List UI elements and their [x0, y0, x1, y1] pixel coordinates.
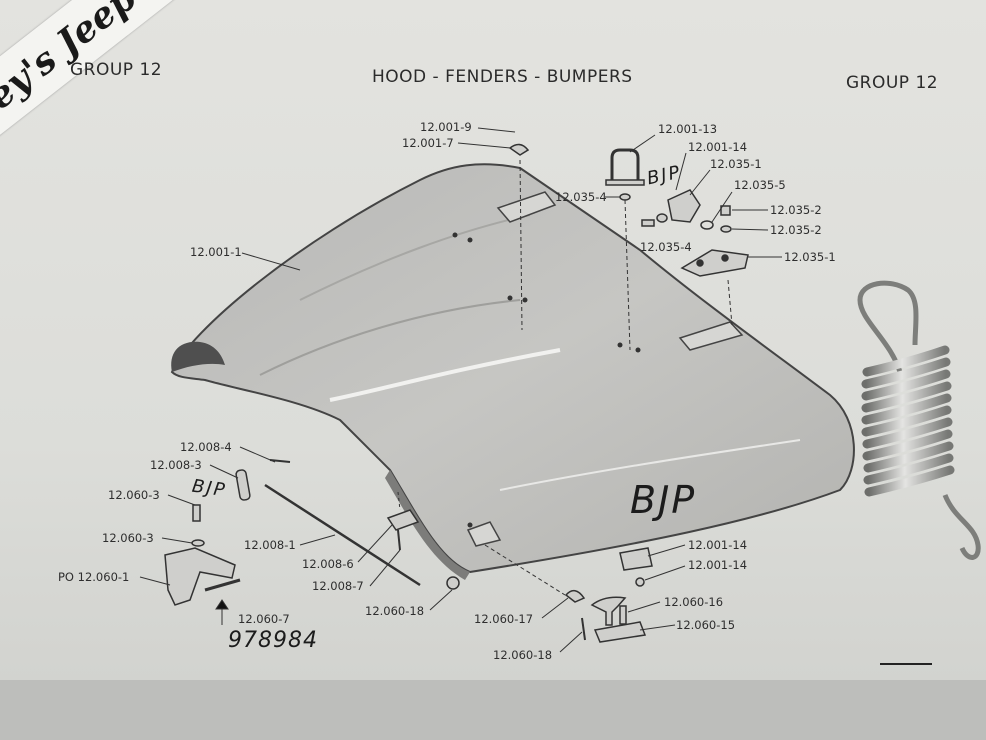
table-surface — [0, 680, 986, 740]
part-label: 12.060-15 — [676, 618, 736, 632]
part-label: 12.001-14 — [688, 140, 748, 154]
part-label: 12.035-1 — [784, 250, 836, 264]
handwritten-bjp-large: BJP — [630, 478, 697, 522]
part-label: 12.001-9 — [420, 120, 472, 134]
part-label: 12.035-4 — [555, 190, 607, 204]
part-label: 12.060-16 — [664, 595, 724, 609]
part-label: 12.008-3 — [150, 458, 202, 472]
part-label: 12.035-1 — [710, 157, 762, 171]
part-label: 12.060-7 — [238, 612, 290, 626]
part-label: 12.035-5 — [734, 178, 786, 192]
part-label: 12.008-1 — [244, 538, 296, 552]
group-label-left: GROUP 12 — [70, 60, 163, 80]
part-label: 12.060-3 — [102, 531, 154, 545]
part-label: 12.060-18 — [365, 604, 425, 618]
part-label: 12.060-3 — [108, 488, 160, 502]
part-label: 12.035-4 — [640, 240, 692, 254]
extension-spring-photo — [857, 280, 981, 560]
part-label: 12.001-7 — [402, 136, 454, 150]
part-label: 12.035-2 — [770, 203, 822, 217]
part-label: 12.008-7 — [312, 579, 364, 593]
page-title: HOOD - FENDERS - BUMPERS — [372, 67, 633, 87]
part-label: 12.001-14 — [688, 558, 748, 572]
part-label: 12.008-6 — [302, 557, 354, 571]
group-label-right: GROUP 12 — [846, 73, 939, 93]
leader-lines — [139, 127, 782, 653]
part-label: 12.060-18 — [493, 648, 553, 662]
hood-illustration — [170, 163, 855, 580]
part-label: 12.001-14 — [688, 538, 748, 552]
part-label: 12.060-17 — [474, 612, 534, 626]
part-label: 12.001-13 — [658, 122, 718, 136]
hardware-parts — [164, 143, 749, 643]
handwritten-part-number: 978984 — [228, 628, 318, 653]
part-label: 12.035-2 — [770, 223, 822, 237]
part-label: 12.008-4 — [180, 440, 232, 454]
part-label: PO 12.060-1 — [58, 570, 130, 584]
part-label: 12.001-1 — [190, 245, 242, 259]
